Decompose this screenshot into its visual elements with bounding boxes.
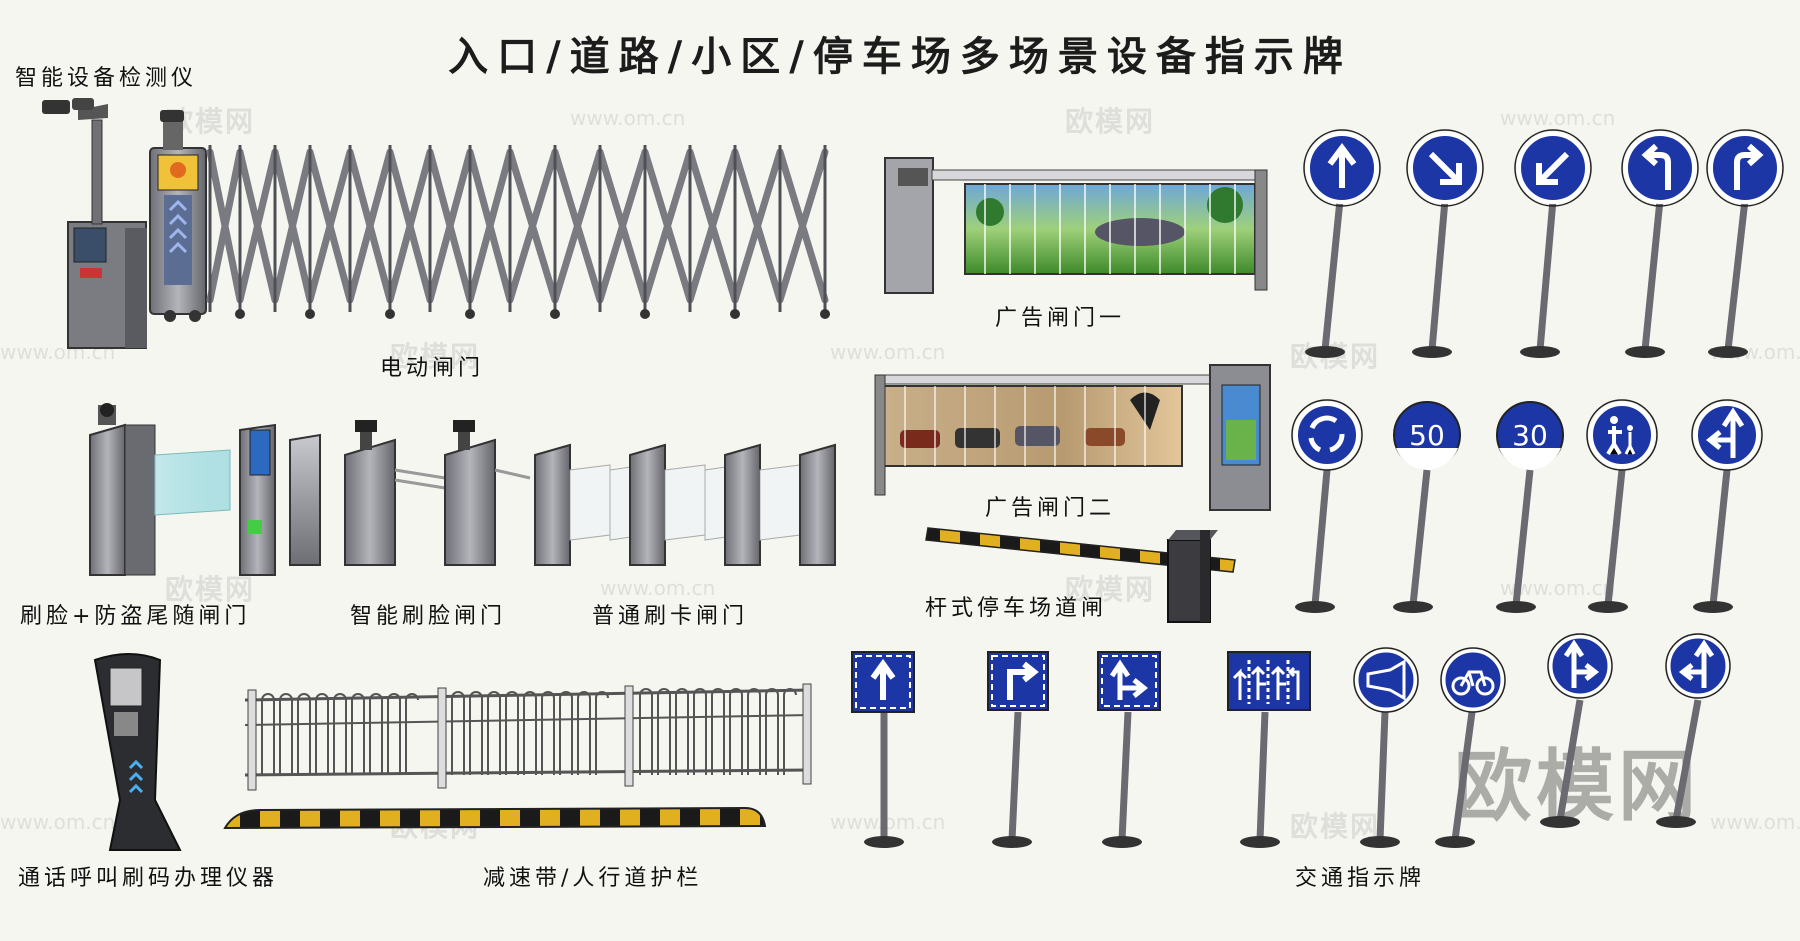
pedestrian-fence — [244, 683, 812, 791]
watermark-url: www.om.cn — [0, 810, 116, 834]
label-detector: 智能设备检测仪 — [15, 66, 198, 91]
watermark-url: www.om.cn — [600, 576, 716, 600]
round-sign-speed-limit-50: 50 — [1393, 401, 1461, 613]
watermark-url: www.om.cn — [1500, 106, 1616, 130]
speed-bump — [223, 806, 767, 830]
watermark-url: www.om.cn — [830, 340, 946, 364]
smart-face-gate — [344, 420, 531, 566]
round-sign-turn-right — [1706, 129, 1784, 358]
watermark: 欧模网 — [165, 573, 256, 606]
round-sign-bicycle — [1435, 647, 1506, 848]
watermark-url: www.om.cn — [1710, 810, 1800, 834]
label-card-gate: 普通刷卡闸门 — [592, 604, 749, 629]
label-electric-gate: 电动闸门 — [380, 356, 485, 381]
watermark: 欧模网 — [390, 340, 481, 373]
round-sign-roundabout — [1291, 399, 1363, 613]
label-face-antitailgate: 刷脸+防盗尾随闸门 — [20, 604, 251, 629]
round-sign-straight-right-2 — [1540, 633, 1613, 828]
watermark: 欧模网 — [1065, 105, 1156, 138]
ad-barrier-gate-1 — [884, 157, 1268, 294]
speed-limit-30-text: 30 — [1512, 419, 1548, 452]
page-title: 入口/道路/小区/停车场多场景设备指示牌 — [448, 33, 1352, 80]
label-face-gate: 智能刷脸闸门 — [350, 604, 507, 629]
watermark-url: www.om.cn — [830, 810, 946, 834]
speed-limit-50-text: 50 — [1409, 419, 1445, 452]
watermark-url: www.om.cn — [570, 106, 686, 130]
label-pole-barrier: 杆式停车场道闸 — [925, 596, 1108, 621]
watermark: 欧模网 — [1065, 573, 1156, 606]
round-sign-straight-or-left — [1691, 399, 1763, 613]
electric-folding-gate — [149, 110, 830, 322]
face-antitailgate-gate — [89, 403, 321, 576]
round-sign-ahead — [1303, 129, 1381, 358]
square-sign-right-turn — [987, 651, 1049, 848]
round-sign-speed-limit-30: 30 — [1496, 401, 1564, 613]
label-speedbump-fence: 减速带/人行道护栏 — [483, 866, 703, 891]
square-sign-straight-right — [1097, 651, 1161, 848]
round-sign-straight-left-2 — [1656, 633, 1731, 828]
label-traffic-signs: 交通指示牌 — [1295, 866, 1426, 891]
smart-detector — [42, 98, 147, 349]
label-ad-gate-1: 广告闸门一 — [995, 306, 1126, 331]
round-sign-pedestrian — [1586, 399, 1658, 613]
square-sign-ahead — [851, 651, 915, 848]
ad-barrier-gate-2 — [874, 364, 1271, 511]
round-sign-turn-left — [1621, 129, 1699, 358]
card-swipe-gates — [534, 443, 836, 566]
label-ad-gate-2: 广告闸门二 — [985, 496, 1116, 521]
intercom-kiosk — [93, 653, 182, 851]
label-intercom: 通话呼叫刷码办理仪器 — [18, 866, 279, 891]
big-watermark: 欧模网 — [1453, 742, 1700, 832]
round-sign-diagonal-left — [1514, 129, 1592, 358]
round-sign-horn — [1353, 647, 1419, 848]
pole-barrier-gate — [925, 527, 1236, 623]
round-sign-diagonal-right — [1406, 129, 1484, 358]
watermark: 欧模网 — [1290, 810, 1381, 843]
square-sign-lanes — [1227, 651, 1311, 848]
